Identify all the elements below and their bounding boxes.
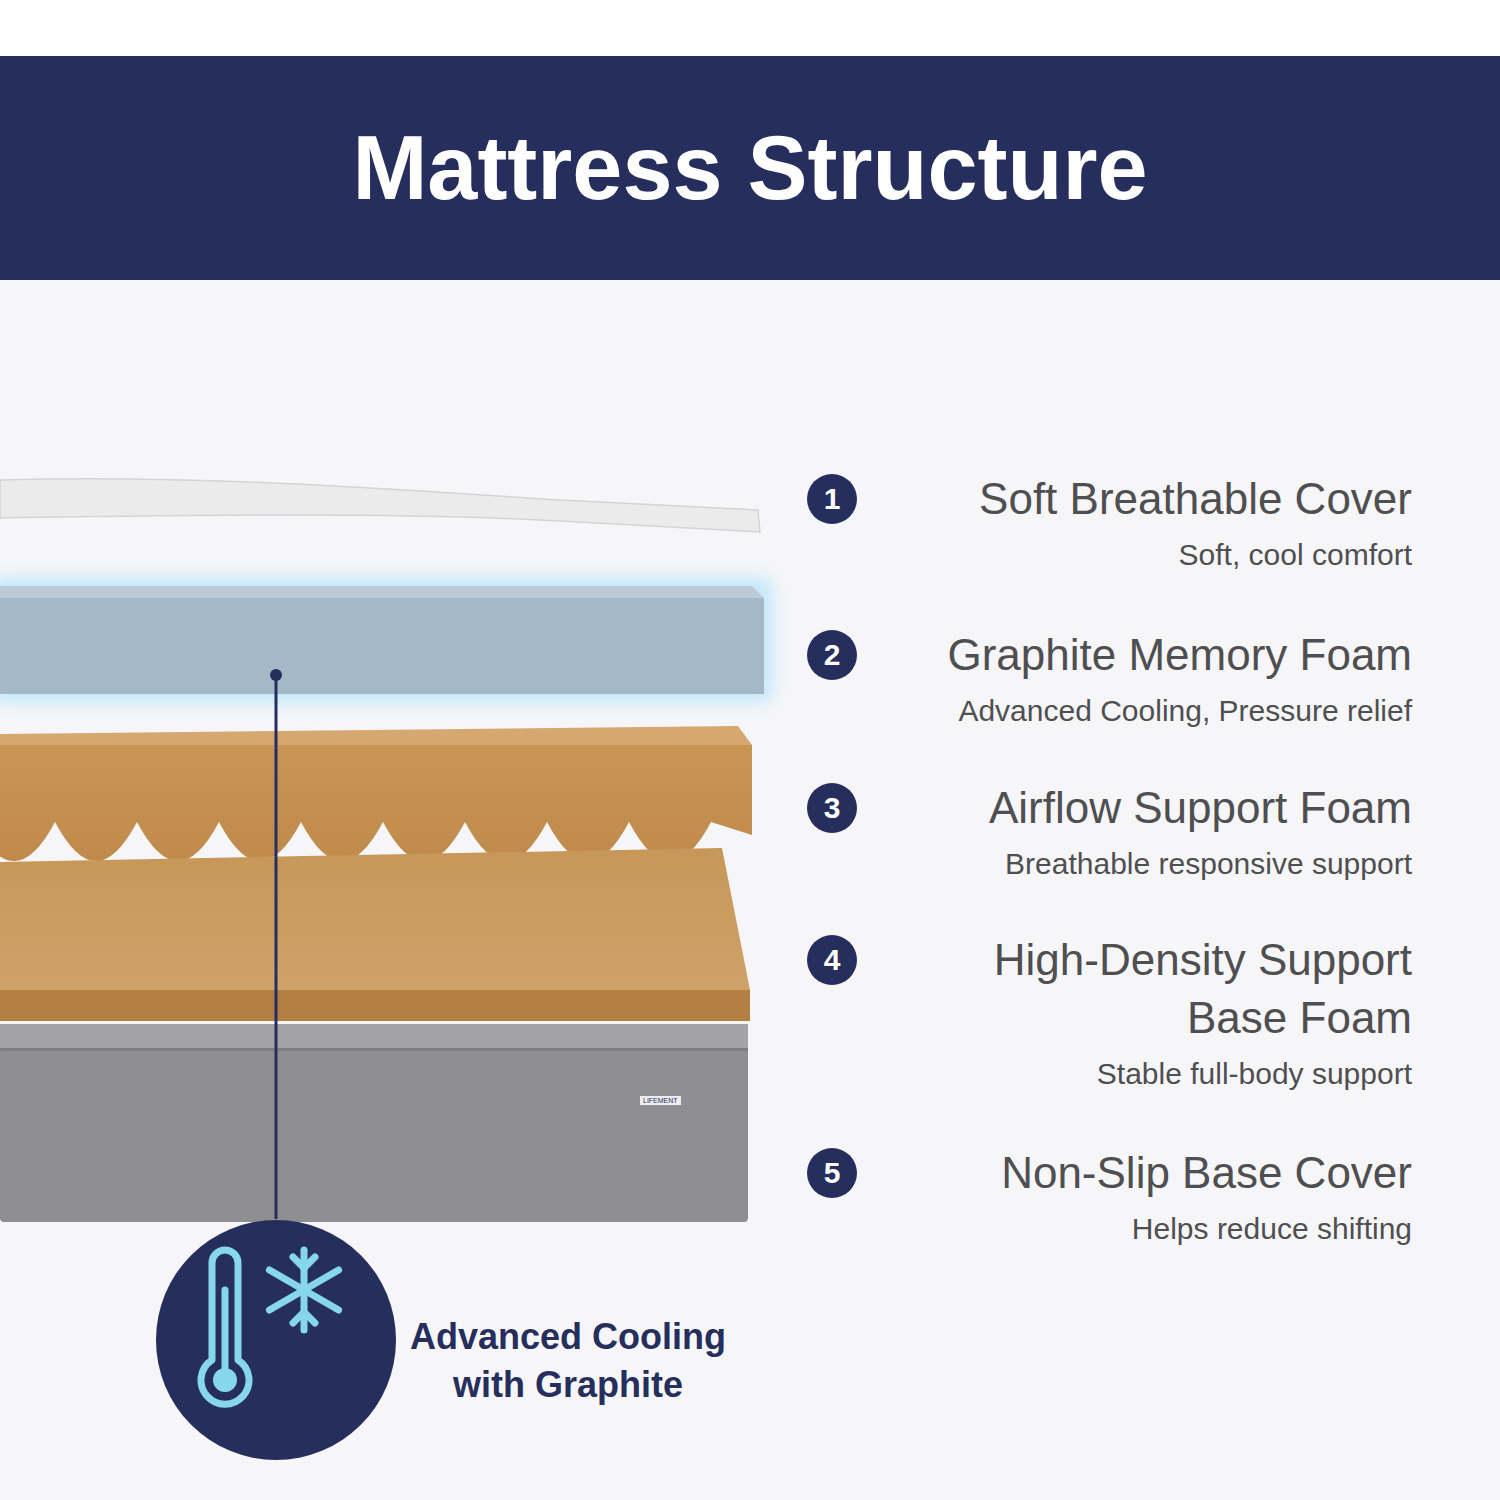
layer-callout: 5 Non-Slip Base CoverHelps reduce shiftin… <box>800 1144 1412 1249</box>
feature-badge: Advanced Cooling with Graphite <box>150 1214 770 1466</box>
callout-number: 3 <box>807 783 857 833</box>
callout-text: Non-Slip Base CoverHelps reduce shifting <box>900 1144 1412 1249</box>
callout-number: 2 <box>807 630 857 680</box>
brand-tag: LIFEMENT <box>640 1096 681 1105</box>
cover-layer <box>0 479 760 532</box>
badge-label: Advanced Cooling with Graphite <box>388 1313 748 1409</box>
support-front <box>0 990 750 1021</box>
leader-dot <box>270 669 282 681</box>
badge-circle-outline <box>150 1214 402 1466</box>
graphite-top <box>0 586 764 598</box>
layer-name: Airflow Support Foam <box>900 779 1412 837</box>
base-seam <box>0 1048 748 1051</box>
layer-callout: 2 Graphite Memory FoamAdvanced Cooling, P… <box>800 626 1412 731</box>
layer-callout: 4 High-Density Support Base FoamStable fu… <box>800 931 1412 1094</box>
layer-description: Breathable responsive support <box>900 844 1412 884</box>
leader-line <box>275 675 278 1219</box>
layer-name: Soft Breathable Cover <box>900 470 1412 528</box>
callout-number: 1 <box>807 474 857 524</box>
layer-callout: 1 Soft Breathable CoverSoft, cool comfort <box>800 470 1412 575</box>
airflow-top <box>0 726 752 745</box>
badge-circle <box>156 1220 396 1460</box>
cooling-glow <box>0 578 772 702</box>
base-cover <box>0 1048 748 1222</box>
top-band <box>0 0 1500 56</box>
title-band: Mattress Structure <box>0 56 1500 280</box>
callout-text: Airflow Support FoamBreathable responsiv… <box>900 779 1412 884</box>
layer-description: Stable full-body support <box>900 1054 1412 1094</box>
layer-name: Graphite Memory Foam <box>900 626 1412 684</box>
callout-number: 5 <box>807 1148 857 1198</box>
callout-text: Soft Breathable CoverSoft, cool comfort <box>900 470 1412 575</box>
callout-text: High-Density Support Base FoamStable ful… <box>900 931 1412 1094</box>
layer-callout: 3 Airflow Support FoamBreathable responsi… <box>800 779 1412 884</box>
page-title: Mattress Structure <box>0 56 1500 280</box>
callout-number: 4 <box>807 935 857 985</box>
layer-description: Helps reduce shifting <box>900 1209 1412 1249</box>
airflow-layer <box>0 745 752 861</box>
graphite-layer <box>0 598 764 694</box>
layer-description: Soft, cool comfort <box>900 535 1412 575</box>
layer-name: High-Density Support Base Foam <box>900 931 1412 1047</box>
support-top <box>0 848 750 990</box>
layer-name: Non-Slip Base Cover <box>900 1144 1412 1202</box>
layer-description: Advanced Cooling, Pressure relief <box>900 691 1412 731</box>
callout-text: Graphite Memory FoamAdvanced Cooling, Pr… <box>900 626 1412 731</box>
base-rim <box>0 1024 748 1048</box>
